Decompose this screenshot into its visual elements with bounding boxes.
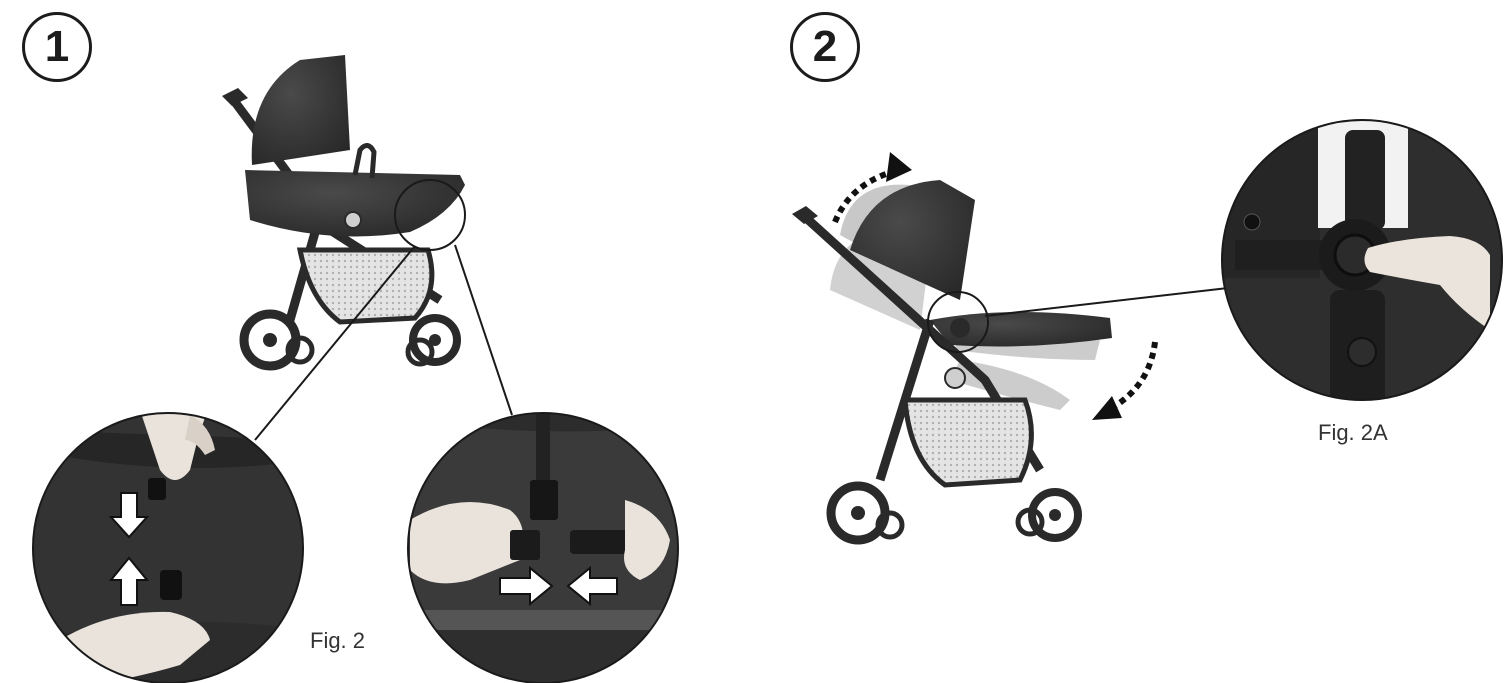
arrow-left-icon: [566, 565, 618, 607]
step-number-badge: 1: [22, 12, 92, 82]
stroller-recline: [792, 152, 1158, 545]
figure-caption-fig2a: Fig. 2A: [1318, 420, 1388, 445]
figure-caption-fig2: Fig. 2: [310, 628, 366, 653]
step-number: 2: [812, 22, 838, 71]
step-number-badge: 2: [790, 12, 860, 82]
detail-recline-button: [1221, 119, 1503, 401]
detail-highlight-ring: [927, 291, 989, 353]
arrow-down-icon: [108, 492, 150, 539]
arrow-down-curved-icon: [1092, 396, 1122, 420]
detail-highlight-ring: [394, 179, 466, 251]
step-number: 1: [44, 22, 70, 71]
arrow-up-icon: [108, 556, 150, 606]
detail-buckle-vertical: [32, 412, 304, 683]
detail-buckle-horizontal: [407, 412, 679, 683]
arrow-right-icon: [499, 565, 554, 607]
stroller-with-carrycot: [222, 55, 466, 371]
arrow-up-curved-icon: [886, 152, 912, 182]
